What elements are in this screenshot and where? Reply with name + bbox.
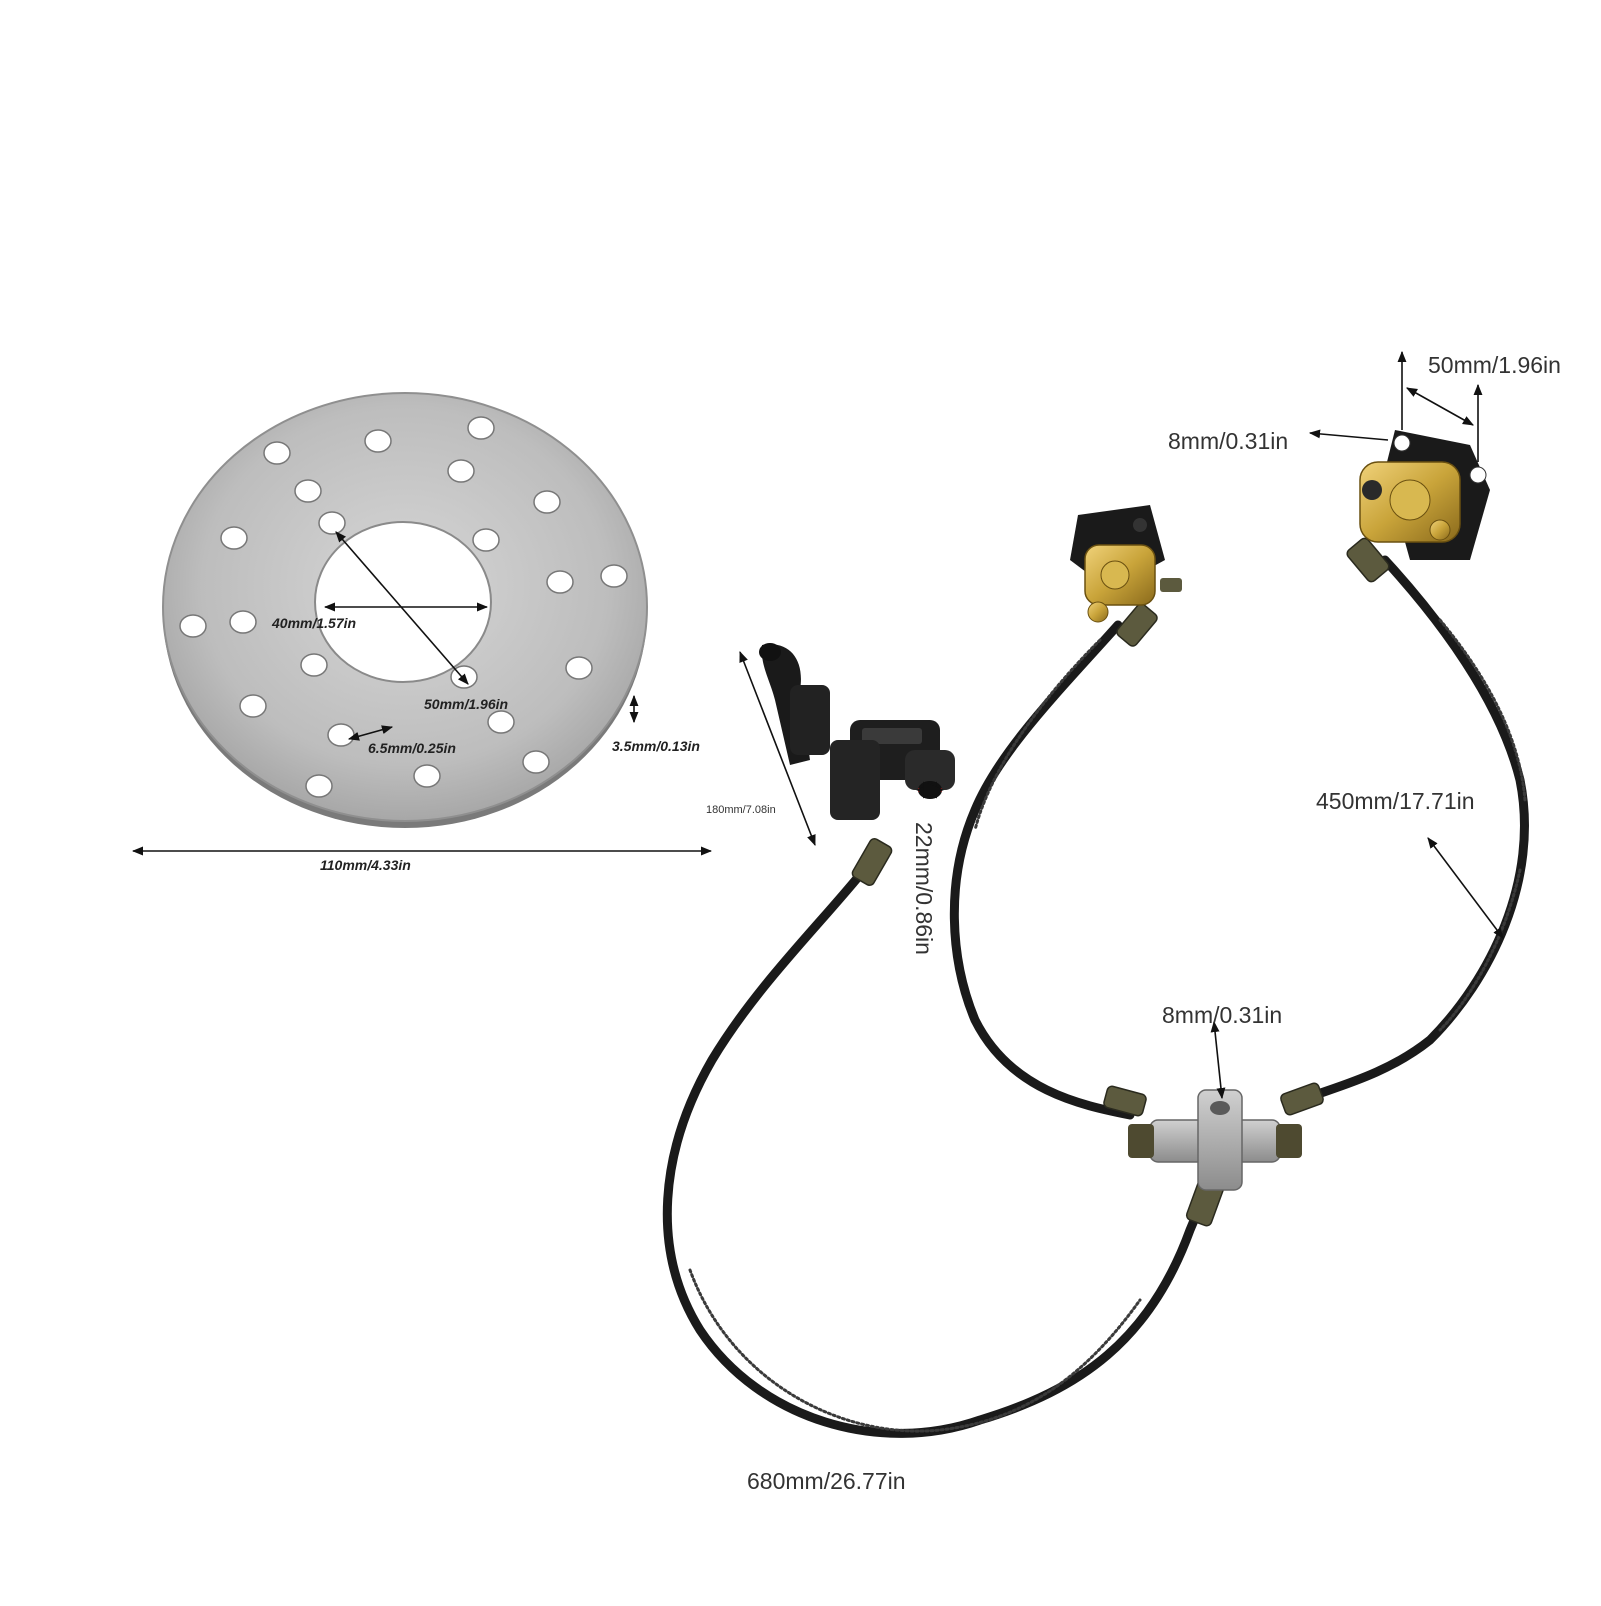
brake-hoses xyxy=(662,555,1529,1438)
hose-long-label: 680mm/26.77in xyxy=(747,1468,906,1494)
rotor-holes xyxy=(179,416,628,798)
caliper-bolt-label: 8mm/0.31in xyxy=(1168,428,1289,454)
rotor-outer-label: 110mm/4.33in xyxy=(320,857,411,873)
hose-short xyxy=(1285,555,1529,1110)
caliper-mount-spacing-label: 50mm/1.96in xyxy=(1428,352,1561,378)
lever-length-label: 180mm/7.08in xyxy=(706,804,776,816)
hose-short-label: 450mm/17.71in xyxy=(1316,788,1475,814)
rotor-thickness-label: 3.5mm/0.13in xyxy=(612,738,700,754)
hose-front-caliper xyxy=(949,620,1135,1120)
rear-caliper xyxy=(1359,430,1490,560)
hose-long xyxy=(662,850,1215,1438)
lever-clamp-label: 22mm/0.86in xyxy=(911,822,937,955)
rotor-center-hole-label: 40mm/1.57in xyxy=(272,615,357,631)
rotor-dimension-arrows xyxy=(131,531,713,856)
tee-bolt-label: 8mm/0.31in xyxy=(1162,1002,1283,1028)
rotor-small-hole-label: 6.5mm/0.25in xyxy=(368,740,456,756)
rotor-center-hole xyxy=(314,521,492,683)
front-caliper xyxy=(1070,505,1182,623)
tee-junction xyxy=(1128,1089,1302,1191)
rotor-bolt-circle-label: 50mm/1.96in xyxy=(424,696,509,712)
kit-dimension-arrows xyxy=(739,350,1504,1100)
master-cylinder-lever xyxy=(759,643,955,820)
